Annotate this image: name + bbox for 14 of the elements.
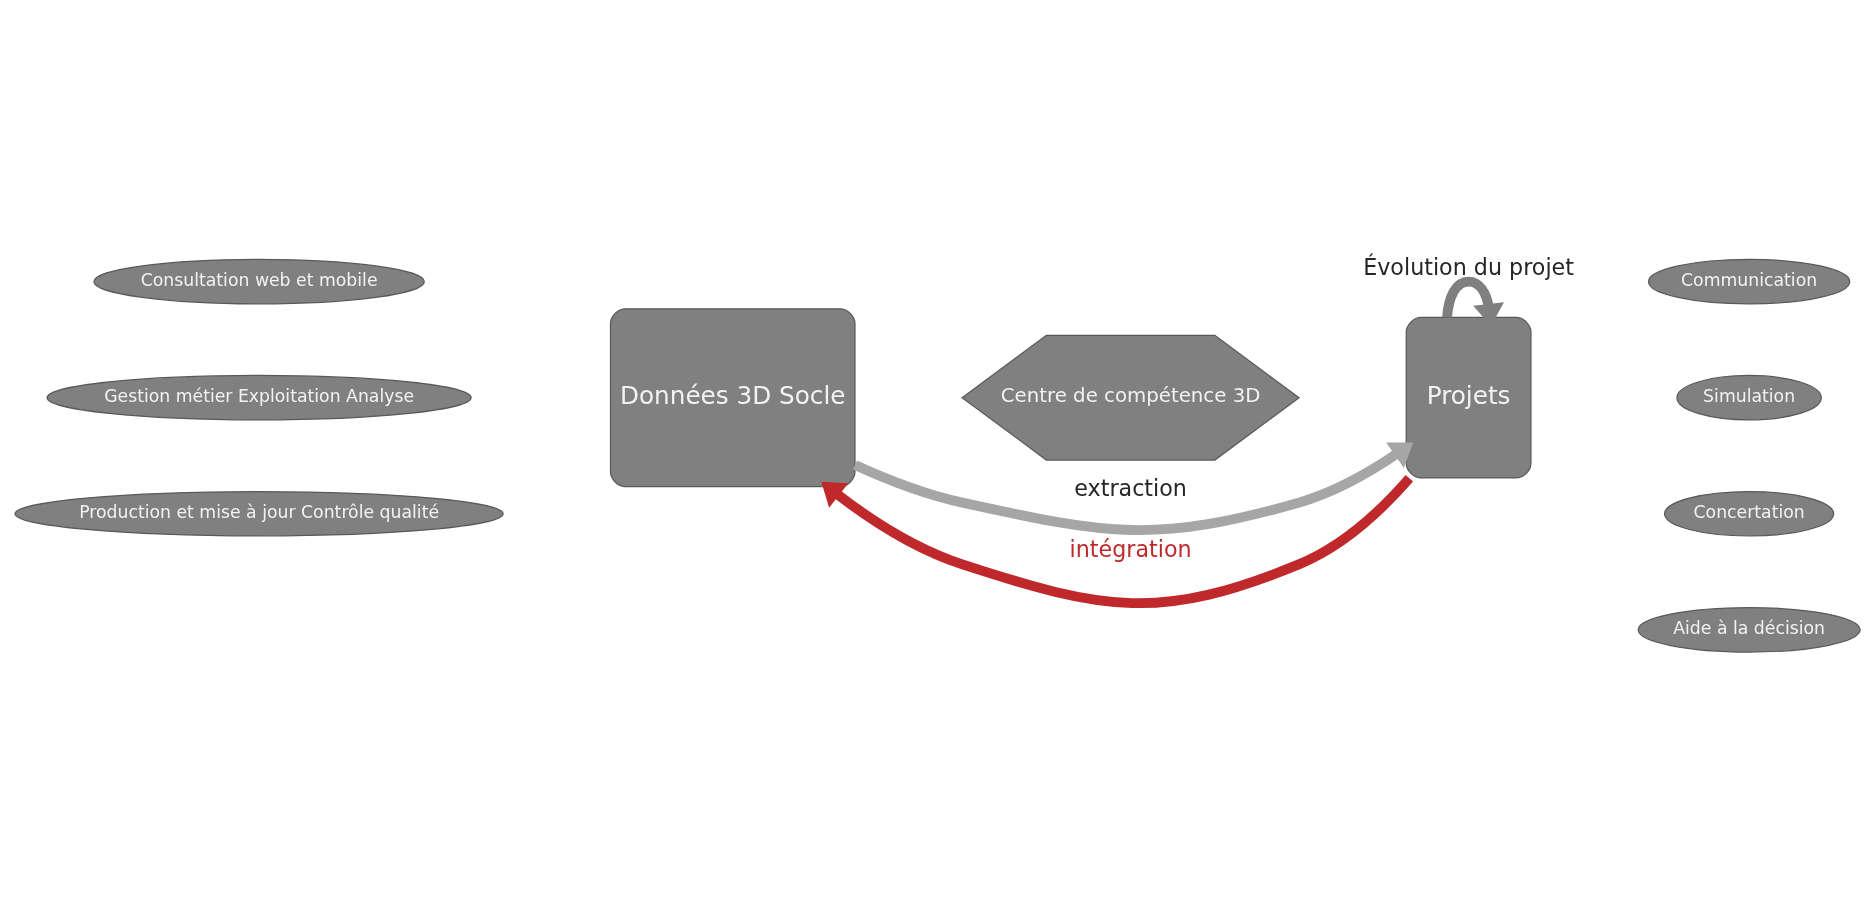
arrow (853, 442, 1414, 535)
node-ellipse: Aide à la décision (1637, 607, 1861, 653)
node-ellipse: Simulation (1676, 374, 1822, 421)
arrow (821, 474, 1414, 608)
edge-label: Évolution du projet (1363, 253, 1574, 280)
node-ellipse: Gestion métier Exploitation Analyse (46, 374, 472, 421)
node-ellipse: Production et mise à jour Contrôle qualité (14, 490, 504, 537)
node-box: Données 3D Socle (609, 308, 856, 488)
edge-label: extraction (1074, 474, 1187, 501)
node-ellipse: Concertation (1663, 490, 1835, 537)
edge-label: intégration (1069, 536, 1192, 563)
node-ellipse: Communication (1647, 258, 1851, 305)
node-box: Projets (1405, 316, 1532, 479)
node-ellipse: Consultation web et mobile (93, 258, 425, 305)
